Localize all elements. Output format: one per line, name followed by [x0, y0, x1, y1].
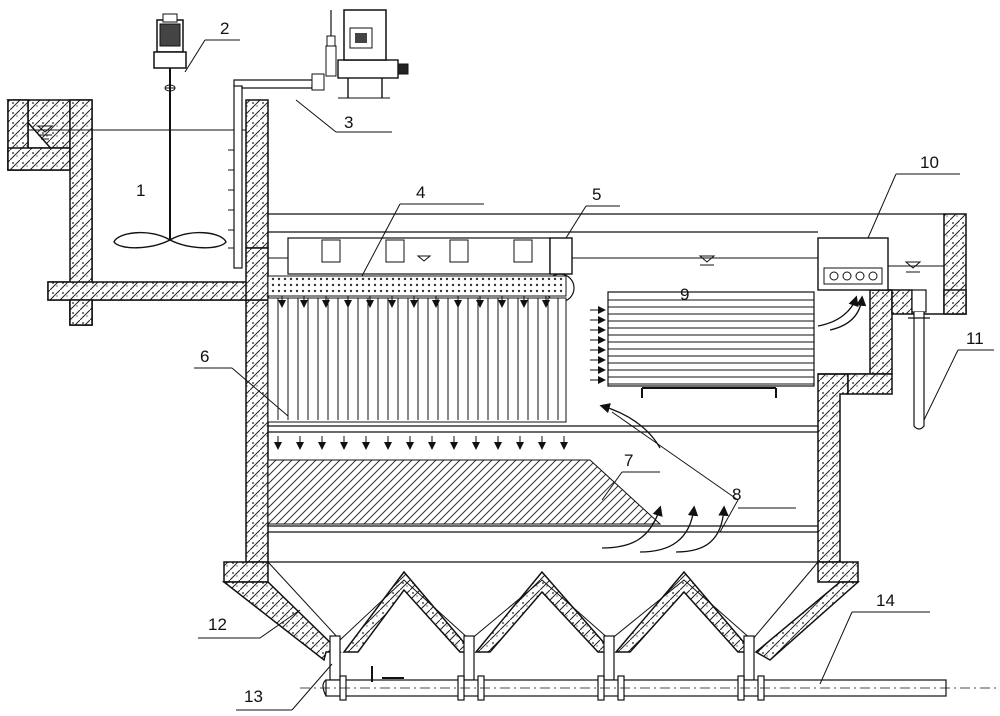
- hopper-peak-2: [474, 570, 614, 653]
- leader-11: [923, 349, 959, 421]
- label-12: 12: [208, 615, 227, 634]
- inclined-plate-settler: [267, 459, 662, 525]
- agitator-motor: [153, 13, 187, 92]
- tube-lines: [277, 298, 559, 420]
- label-11: 11: [966, 329, 984, 348]
- label-3: 3: [344, 113, 353, 132]
- hopper-peak-1: [342, 570, 474, 653]
- label-1: 1: [136, 181, 145, 200]
- label-4: 4: [416, 183, 425, 202]
- sludge-hoppers: [221, 561, 860, 662]
- mixing-tank: 1: [6, 13, 269, 326]
- label-10: 10: [920, 153, 939, 172]
- hopper-peak-3: [614, 570, 754, 653]
- main-tank-left-wall-upper: [245, 247, 269, 301]
- leader-12b: [259, 609, 301, 639]
- pipe-bend: [322, 679, 327, 697]
- leader-5: [565, 205, 587, 239]
- left-footing: [223, 561, 269, 583]
- main-tank-right-upper-wall: [818, 289, 893, 375]
- label-5: 5: [592, 185, 601, 204]
- distribution-trough: [287, 237, 551, 275]
- mixing-tank-ledge-bottom: [7, 147, 71, 171]
- dosing-pipe-vertical: [233, 85, 243, 269]
- horizontal-tube-lines: [608, 299, 814, 385]
- water-level-symbol-1: [36, 125, 54, 140]
- leader-4: [361, 203, 401, 277]
- dosing-pipe: [233, 74, 321, 89]
- inflow-arrows: [590, 306, 606, 384]
- agitator-impeller: [113, 231, 227, 249]
- mixing-tank-floor: [47, 281, 269, 301]
- right-ledge: [847, 373, 893, 395]
- down-arrows-lower: [274, 436, 568, 450]
- label-8: 8: [732, 485, 741, 504]
- label-2: 2: [220, 19, 229, 38]
- leader-2: [184, 39, 206, 73]
- leader-6b: [231, 367, 289, 417]
- leader-10a: [867, 173, 897, 239]
- leader-14: [819, 611, 853, 685]
- mixing-tank-wall-right: [245, 99, 269, 249]
- vertical-tube-bundle: [267, 297, 567, 423]
- main-tank-right-wall: [817, 373, 849, 563]
- leader-7: [601, 471, 623, 501]
- horizontal-tube-module: [590, 291, 815, 398]
- label-9: 9: [680, 285, 689, 304]
- label-7: 7: [624, 451, 633, 470]
- leader-3: [295, 99, 337, 133]
- label-14: 14: [876, 591, 895, 610]
- leader-8b: [719, 499, 739, 533]
- leader-13b: [291, 663, 333, 711]
- down-arrows-upper: [278, 296, 550, 308]
- weir-box-5: [549, 237, 573, 275]
- water-level-symbol-2: [698, 255, 716, 266]
- mesh-layer: [267, 275, 567, 297]
- outlet-pipe: [908, 289, 930, 430]
- hopper-wall-right: [754, 581, 860, 661]
- valve-handle: [371, 666, 404, 682]
- label-13: 13: [244, 687, 263, 706]
- dosing-pump: [233, 9, 409, 99]
- leader-8a: [611, 411, 739, 501]
- right-footing: [817, 561, 859, 583]
- control-box: [817, 237, 889, 291]
- dosing-pipe-scale: [228, 149, 234, 249]
- main-tank-left-wall: [245, 299, 269, 563]
- water-level-symbol-3: [904, 261, 922, 273]
- mixing-tank-foot: [69, 299, 93, 326]
- label-6: 6: [200, 347, 209, 366]
